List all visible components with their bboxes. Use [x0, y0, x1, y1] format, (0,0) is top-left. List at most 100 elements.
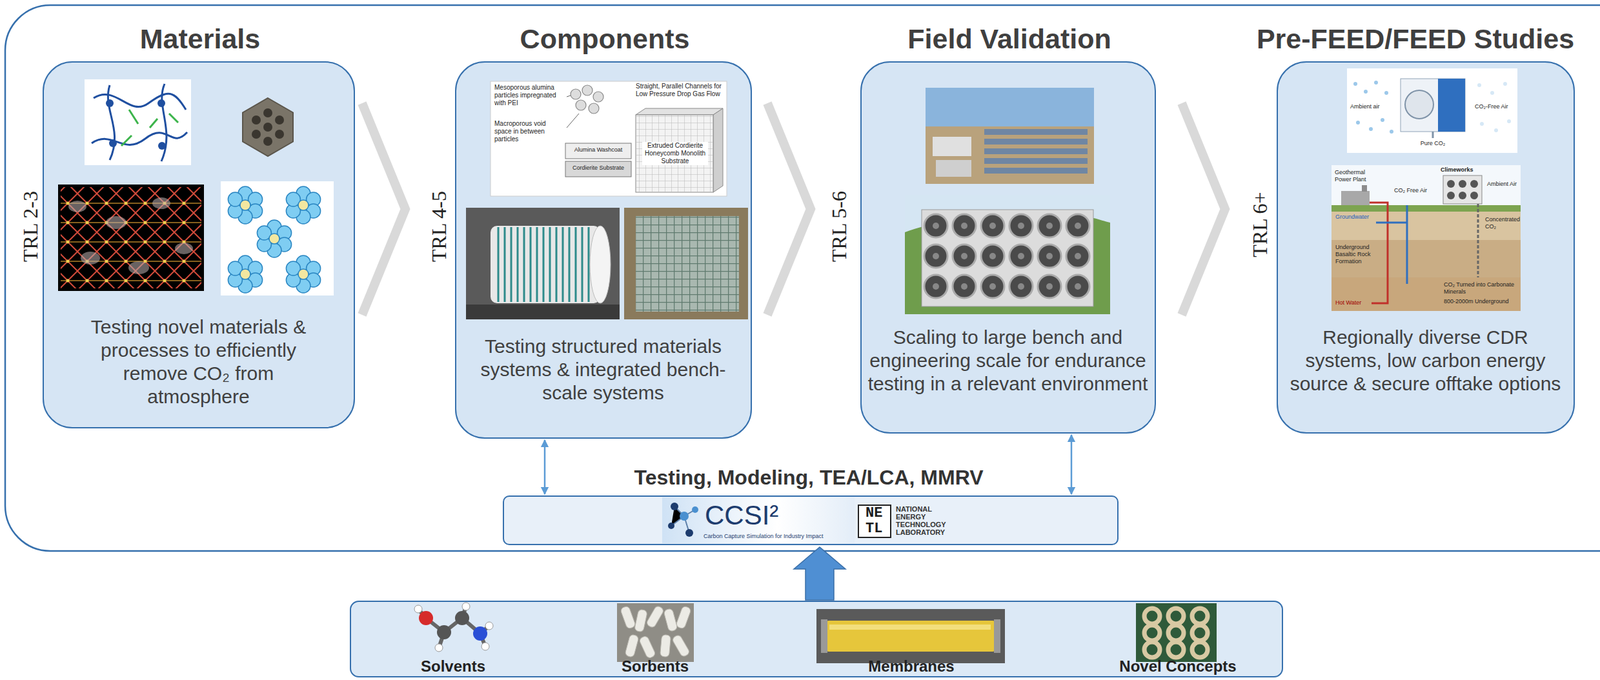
tools-heading: Testing, Modeling, TEA/LCA, MMRV — [633, 464, 983, 491]
stage-panel: MaterialsTesting novel materials & proce… — [42, 61, 355, 429]
flow-label: CO₂-Free Air — [1474, 103, 1509, 111]
ccsi-logo — [662, 497, 855, 544]
solar-field-photo — [984, 129, 1088, 174]
flow-label: Hot Water — [1334, 299, 1362, 307]
logo-mark: NETL — [857, 504, 892, 539]
sorbent-pellets-photo — [638, 635, 656, 660]
cage-picture — [285, 255, 321, 294]
dac-unit-sketch — [1494, 128, 1499, 133]
callout-text: Extruded Cordierite Honeycomb Monolith S… — [642, 141, 709, 166]
lattice-structure-photo — [1192, 642, 1208, 658]
panel-fill — [42, 61, 355, 429]
sorbent-pellets-photo — [634, 609, 649, 633]
polymer-picture — [91, 83, 188, 162]
dac-unit-sketch — [1477, 83, 1482, 88]
technology-box: SolventsSorbentsMembranesNovel Concepts — [349, 600, 1284, 678]
logo-tagline: Carbon Capture Simulation for Industry I… — [703, 533, 824, 541]
printed-contactor-photo — [635, 216, 740, 312]
ccsi-logo — [671, 506, 696, 534]
crystal-picture — [105, 216, 127, 230]
membrane-module-photo — [993, 619, 1001, 654]
geology-cross-section — [1331, 165, 1521, 207]
coated-roller-photo — [497, 227, 500, 303]
geology-cross-section — [1376, 205, 1408, 284]
solar-field-photo — [925, 126, 1094, 184]
site-label: Geothermal Power Plant — [1334, 169, 1380, 184]
panel-description: Testing novel materials & processes to e… — [69, 315, 328, 409]
monolith-diagram — [593, 91, 604, 102]
panel-heading: Materials — [140, 22, 261, 55]
dac-plant-photo — [924, 274, 948, 299]
monolith-diagram — [570, 85, 604, 114]
polymer-picture — [129, 109, 139, 124]
panel-fills — [42, 61, 1575, 678]
coated-roller-photo — [516, 227, 519, 303]
outer-frame — [5, 5, 1600, 552]
cage-picture — [256, 220, 292, 258]
solvent-molecule — [481, 642, 490, 651]
coated-roller-photo — [529, 227, 532, 303]
solvent-molecule — [462, 602, 470, 611]
lattice-structure-photo — [1135, 603, 1217, 663]
callout-text: Mesoporous alumina particles impregnated… — [494, 83, 565, 108]
polymer-picture — [105, 99, 166, 150]
mof-picture — [263, 136, 273, 146]
panel-heading: Components — [520, 22, 690, 55]
lattice-structure-photo — [1144, 608, 1208, 658]
coated-roller-photo — [542, 227, 545, 303]
coated-roller-photo — [490, 225, 601, 304]
crystal-picture — [68, 200, 87, 213]
lattice-structure-photo — [1168, 608, 1184, 625]
solar-field-photo — [925, 87, 1094, 184]
callout-text: Macroporous void space in between partic… — [494, 120, 565, 144]
sorbent-pellets-photo — [645, 605, 665, 629]
geology-cross-section — [1477, 203, 1480, 278]
coated-roller-photo — [575, 227, 578, 303]
stage-panel: ComponentsTesting structured materials s… — [455, 61, 752, 439]
trl-label: TRL 6+ — [1249, 191, 1271, 257]
polymer-picture — [84, 79, 192, 166]
dac-unit-sketch — [1479, 121, 1484, 126]
ccsi-logo — [668, 522, 675, 530]
lattice-structure-photo — [1135, 603, 1217, 663]
logo-wordmark: NATIONAL ENERGY TECHNOLOGY LABORATORY — [895, 505, 946, 537]
dac-plant-photo — [952, 244, 976, 268]
dac-unit-sketch — [1432, 131, 1435, 139]
coated-roller-photo — [549, 227, 552, 303]
dac-plant-photo — [981, 244, 1005, 268]
double-arrow — [544, 440, 547, 495]
coated-roller-photo — [465, 304, 620, 320]
ccsi-logo — [662, 497, 855, 544]
monolith-diagram — [635, 114, 714, 193]
panel-fill — [860, 61, 1156, 434]
dac-unit-sketch — [1503, 81, 1508, 86]
membrane-module-photo — [816, 609, 1005, 664]
dac-plant-photo — [952, 214, 976, 238]
solar-field-photo — [984, 148, 1088, 155]
ccsi-logo — [679, 511, 689, 521]
layer-label: 800-2000m Underground — [1443, 298, 1517, 306]
trl-label: TRL 4-5 — [428, 191, 450, 263]
chevron — [362, 103, 406, 315]
monolith-diagram — [713, 108, 723, 193]
crystal-picture — [58, 184, 204, 292]
monolith-diagram — [588, 103, 599, 114]
coated-roller-photo — [504, 227, 507, 303]
polymer-picture — [107, 85, 115, 161]
coated-roller-photo — [465, 207, 620, 320]
cage-picture — [220, 181, 334, 296]
flow-label: CO₂ Free Air — [1394, 187, 1428, 195]
printed-contactor-photo — [624, 207, 749, 320]
coated-roller-photo — [510, 227, 513, 303]
dac-plant-photo — [981, 214, 1005, 238]
dac-unit-sketch — [1384, 91, 1389, 95]
polymer-picture — [84, 79, 192, 166]
monolith-diagram — [565, 161, 632, 177]
geology-cross-section — [1470, 180, 1479, 188]
dac-unit-sketch — [1437, 78, 1466, 132]
dac-plant-photo — [1066, 274, 1090, 299]
mof-picture — [263, 122, 273, 132]
geology-cross-section — [1331, 240, 1521, 278]
flow-label: Ambient air — [1350, 103, 1380, 111]
lattice-structure-photo — [1144, 625, 1160, 641]
